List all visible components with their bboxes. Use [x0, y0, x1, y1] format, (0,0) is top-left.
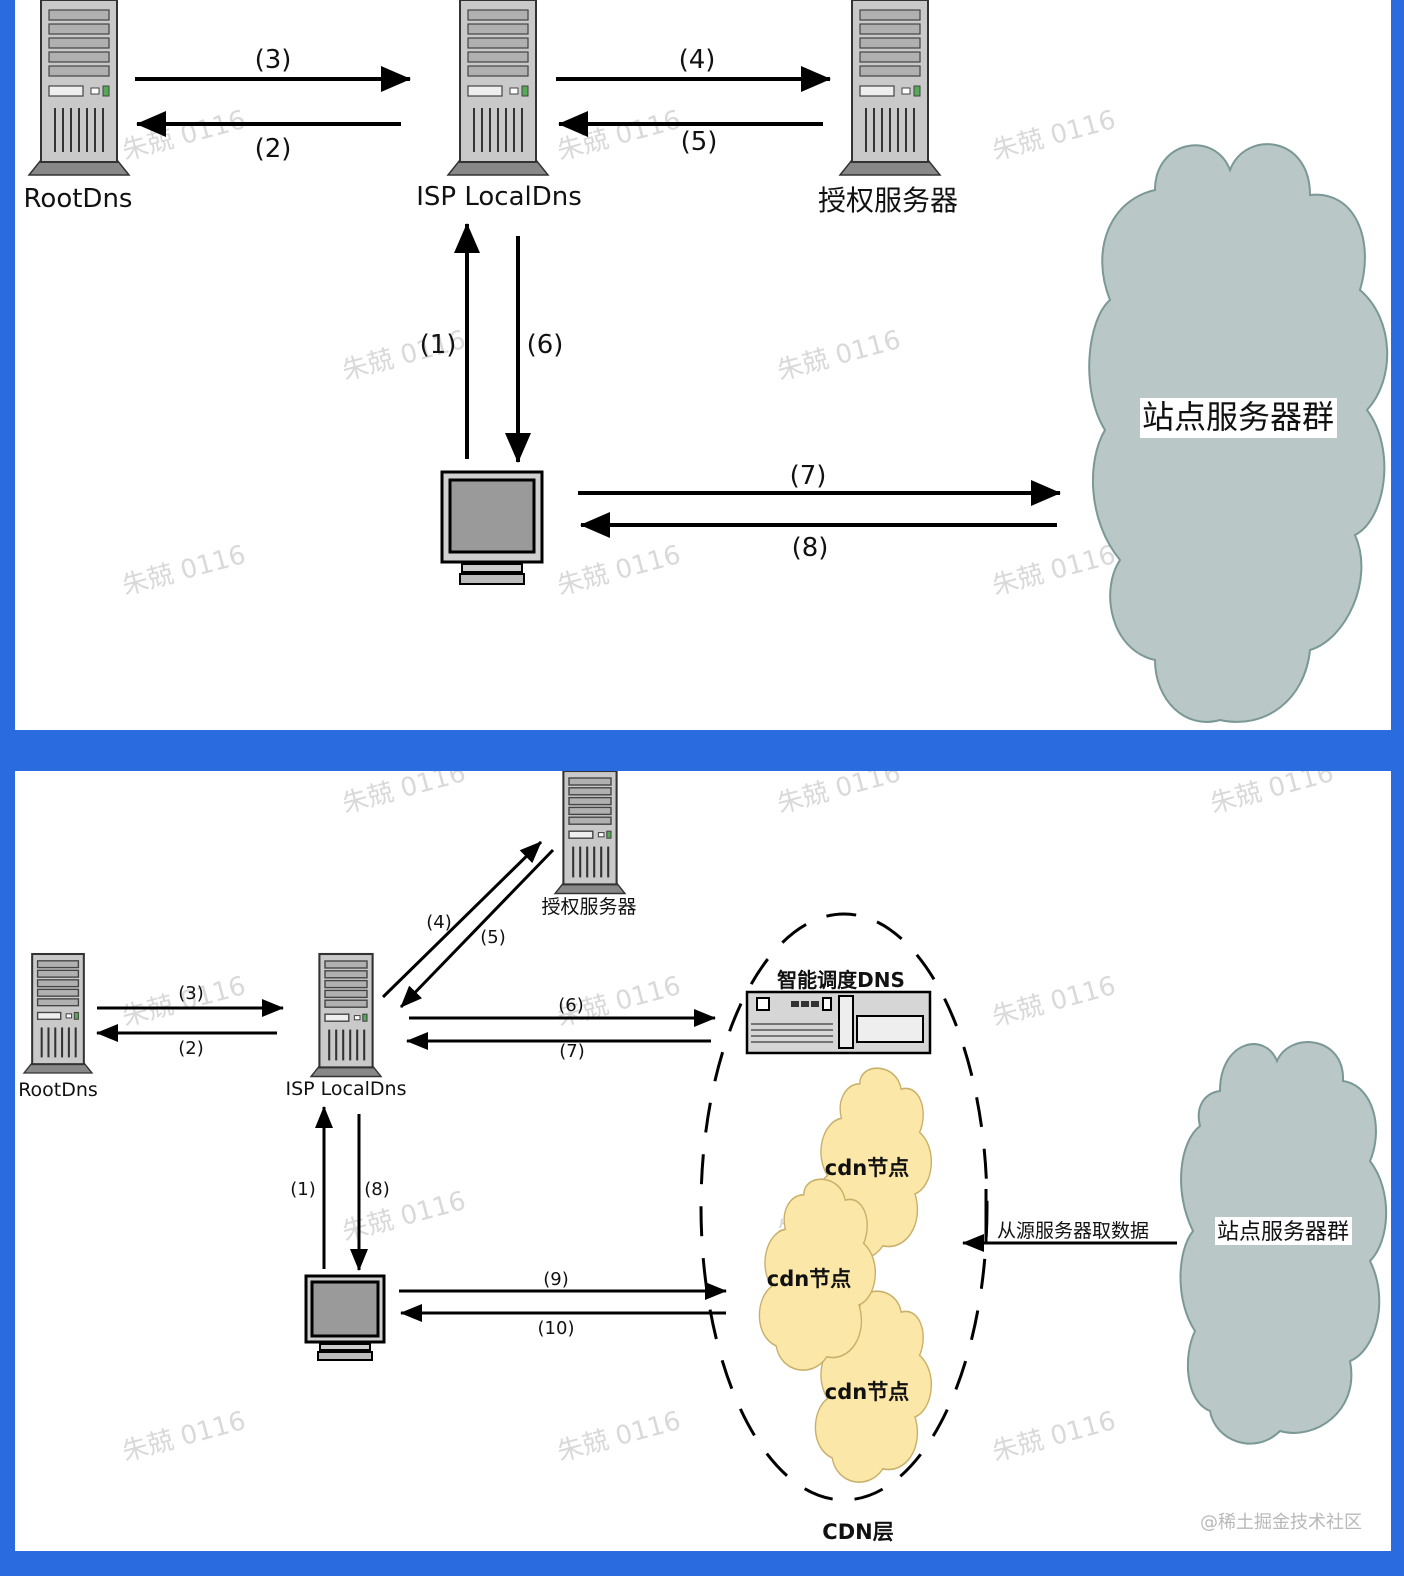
- auth-server-icon: [839, 0, 941, 176]
- watermark-text: 朱兢 0116: [119, 105, 249, 167]
- watermark-text: 朱兢 0116: [554, 105, 684, 167]
- root-dns-label: RootDns: [18, 1079, 98, 1101]
- watermark-text: 朱兢 0116: [1207, 771, 1337, 820]
- watermark-text: 朱兢 0116: [119, 1406, 249, 1468]
- cdn-node-label-1: cdn节点: [825, 1156, 909, 1180]
- client-monitor-icon: [304, 1274, 386, 1361]
- isp-local-dns-label: ISP LocalDns: [416, 182, 582, 212]
- step-label-7: (7): [790, 461, 827, 491]
- watermark-text: 朱兢 0116: [989, 1406, 1119, 1468]
- watermark-text: 朱兢 0116: [119, 540, 249, 602]
- isp-local-dns-label: ISP LocalDns: [286, 1078, 407, 1100]
- watermark-text: 朱兢 0116: [554, 1406, 684, 1468]
- watermark-text: 朱兢 0116: [774, 771, 904, 820]
- isp-local-dns-server-icon: [447, 0, 549, 176]
- client-monitor-icon: [440, 470, 544, 586]
- watermark-text: 朱兢 0116: [339, 771, 469, 820]
- flow-arrows: [96, 840, 1177, 1322]
- watermark-text: 朱兢 0116: [989, 971, 1119, 1033]
- step-label-4: (4): [426, 912, 452, 933]
- cdn-node-label-2: cdn节点: [767, 1267, 851, 1291]
- smart-dns-appliance-icon: [745, 990, 932, 1055]
- root-dns-label: RootDns: [24, 184, 133, 214]
- step-label-10: (10): [538, 1318, 575, 1339]
- watermarks: 朱兢 0116 朱兢 0116 朱兢 0116 朱兢 0116 朱兢 0116 …: [119, 771, 1337, 1468]
- step-label-8: (8): [792, 533, 829, 563]
- basic-dns-diagram-svg: 朱兢 0116 朱兢 0116 朱兢 0116 朱兢 0116 朱兢 0116 …: [24, 0, 1389, 723]
- step-label-7: (7): [559, 1041, 585, 1062]
- smart-dns-label: 智能调度DNS: [777, 968, 905, 992]
- step-label-6: (6): [558, 995, 584, 1016]
- step-label-2: (2): [178, 1038, 204, 1059]
- root-dns-server-icon: [22, 952, 94, 1075]
- cdn-dns-diagram: 朱兢 0116 朱兢 0116 朱兢 0116 朱兢 0116 朱兢 0116 …: [15, 771, 1391, 1551]
- watermark-text: 朱兢 0116: [774, 325, 904, 387]
- origin-fetch-label: 从源服务器取数据: [997, 1220, 1149, 1242]
- flow-arrows: [135, 66, 1061, 538]
- auth-server-label: 授权服务器: [541, 896, 636, 918]
- cdn-node-label-3: cdn节点: [825, 1380, 909, 1404]
- site-servers-label: 站点服务器群: [1217, 1220, 1349, 1245]
- watermark-text: 朱兢 0116: [989, 105, 1119, 167]
- step-label-2: (2): [255, 134, 292, 164]
- step-label-3: (3): [178, 983, 204, 1004]
- step-label-1: (1): [420, 330, 457, 360]
- step-label-4: (4): [679, 45, 716, 75]
- root-dns-server-icon: [28, 0, 130, 176]
- step-label-3: (3): [255, 45, 292, 75]
- watermark-text: 朱兢 0116: [989, 540, 1119, 602]
- basic-dns-diagram: 朱兢 0116 朱兢 0116 朱兢 0116 朱兢 0116 朱兢 0116 …: [15, 0, 1391, 730]
- step-label-6: (6): [527, 330, 564, 360]
- cdn-dns-diagram-svg: 朱兢 0116 朱兢 0116 朱兢 0116 朱兢 0116 朱兢 0116 …: [18, 771, 1388, 1544]
- source-credit: @稀土掘金技术社区: [1200, 1512, 1362, 1533]
- step-label-8: (8): [364, 1179, 390, 1200]
- cdn-layer-label: CDN层: [822, 1520, 893, 1544]
- step-label-5: (5): [480, 927, 506, 948]
- step-label-5: (5): [681, 127, 718, 157]
- isp-local-dns-server-icon: [309, 952, 383, 1078]
- auth-server-icon: [553, 771, 627, 895]
- auth-server-label: 授权服务器: [818, 184, 958, 217]
- site-servers-label: 站点服务器群: [1142, 398, 1334, 436]
- watermark-text: 朱兢 0116: [554, 540, 684, 602]
- step-label-9: (9): [543, 1269, 569, 1290]
- step-label-1: (1): [290, 1179, 316, 1200]
